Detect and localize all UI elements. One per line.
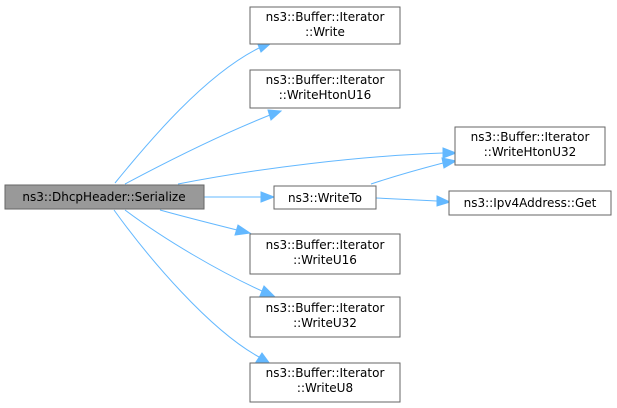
node-label: ns3::DhcpHeader::Serialize xyxy=(22,190,185,204)
edge-serialize-to-write xyxy=(114,41,272,184)
node-label-line-1: ns3::Buffer::Iterator xyxy=(266,10,385,24)
edge-serialize-to-writeu32 xyxy=(124,209,276,297)
node-label-line-2: ::WriteHtonU16 xyxy=(279,88,372,102)
node-iterator-write[interactable]: ns3::Buffer::Iterator ::Write xyxy=(249,6,401,45)
node-label: ns3::Ipv4Address::Get xyxy=(464,196,597,210)
node-iterator-writeu16[interactable]: ns3::Buffer::Iterator ::WriteU16 xyxy=(249,233,401,275)
node-label-line-1: ns3::Buffer::Iterator xyxy=(266,238,385,252)
edge-writeto-to-ipv4get xyxy=(375,195,452,207)
node-ipv4address-get[interactable]: ns3::Ipv4Address::Get xyxy=(448,190,612,216)
node-dhcpheader-serialize: ns3::DhcpHeader::Serialize xyxy=(4,184,205,210)
node-iterator-writeu8[interactable]: ns3::Buffer::Iterator ::WriteU8 xyxy=(249,362,401,403)
node-label-line-1: ns3::Buffer::Iterator xyxy=(266,301,385,315)
node-label-line-2: ::Write xyxy=(305,25,345,39)
node-label-line-1: ns3::Buffer::Iterator xyxy=(471,130,590,144)
edge-serialize-to-writeu16 xyxy=(159,209,252,236)
node-label-line-2: ::WriteU16 xyxy=(293,253,357,267)
node-iterator-writehtonu16[interactable]: ns3::Buffer::Iterator ::WriteHtonU16 xyxy=(249,69,401,109)
edges xyxy=(113,41,458,365)
nodes: ns3::DhcpHeader::Serialize ns3::Buffer::… xyxy=(4,6,612,403)
node-label-line-1: ns3::Buffer::Iterator xyxy=(266,73,385,87)
node-label-line-2: ::WriteHtonU32 xyxy=(484,145,577,159)
node-writeto[interactable]: ns3::WriteTo xyxy=(273,185,377,210)
edge-serialize-to-writeto xyxy=(204,191,276,203)
node-label-line-2: ::WriteU32 xyxy=(293,316,357,330)
node-label: ns3::WriteTo xyxy=(288,191,362,205)
edge-serialize-to-writehtonu32 xyxy=(177,147,458,185)
node-label-line-1: ns3::Buffer::Iterator xyxy=(266,366,385,380)
node-label-line-2: ::WriteU8 xyxy=(297,381,353,395)
node-iterator-writeu32[interactable]: ns3::Buffer::Iterator ::WriteU32 xyxy=(249,296,401,338)
edge-serialize-to-writehtonu16 xyxy=(124,109,283,185)
edge-writeto-to-writehtonu32 xyxy=(370,157,458,185)
node-iterator-writehtonu32[interactable]: ns3::Buffer::Iterator ::WriteHtonU32 xyxy=(454,126,606,166)
